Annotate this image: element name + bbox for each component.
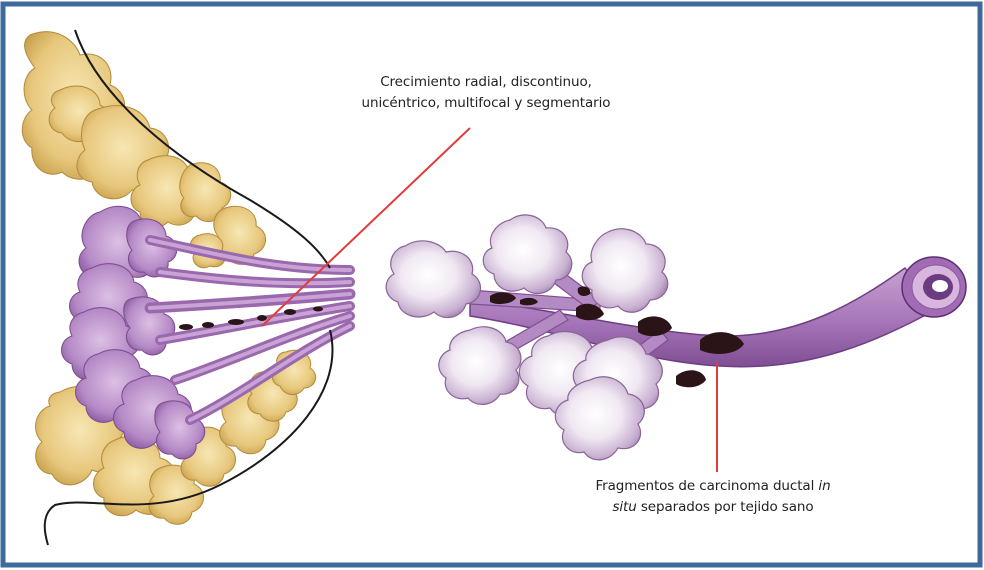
enlarged-duct-lobular-unit	[386, 215, 966, 460]
annotation-fragments-italic-in: in	[818, 478, 830, 494]
annotation-growth-line-2: unicéntrico, multifocal y segmentario	[322, 93, 650, 114]
annotation-fragments-italic-situ: situ	[612, 499, 636, 515]
annotation-carcinoma-fragments: Fragmentos de carcinoma ductal in situ s…	[548, 476, 878, 518]
annotation-fragments-text-1: Fragmentos de carcinoma ductal	[595, 478, 818, 494]
duct-opening	[902, 257, 966, 317]
breast-section	[22, 30, 350, 545]
annotation-fragments-text-2: separados por tejido sano	[637, 499, 814, 515]
annotation-growth-pattern: Crecimiento radial, discontinuo, unicént…	[322, 72, 650, 114]
annotation-fragments-line-1: Fragmentos de carcinoma ductal in	[548, 476, 878, 497]
annotation-growth-line-1: Crecimiento radial, discontinuo,	[322, 72, 650, 93]
annotation-fragments-line-2: situ separados por tejido sano	[548, 497, 878, 518]
